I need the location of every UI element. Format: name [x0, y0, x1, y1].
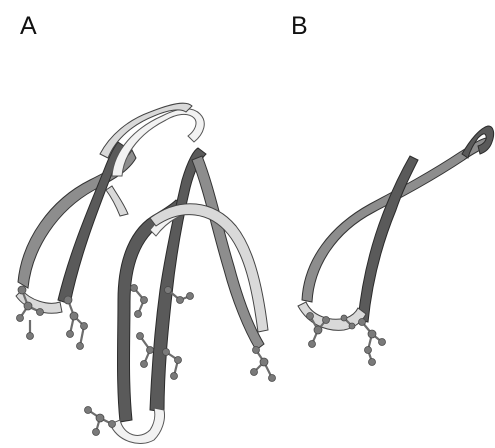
panel-a-structure — [16, 103, 276, 443]
beta-strand-b2 — [358, 156, 418, 322]
panel-b-structure — [298, 126, 494, 366]
beta-strand-a5 — [192, 156, 264, 350]
strand-end-a — [106, 186, 128, 216]
beta-strand-a4 — [150, 148, 206, 412]
beta-strand-b1 — [302, 138, 488, 302]
bottom-turn-a — [110, 408, 165, 443]
